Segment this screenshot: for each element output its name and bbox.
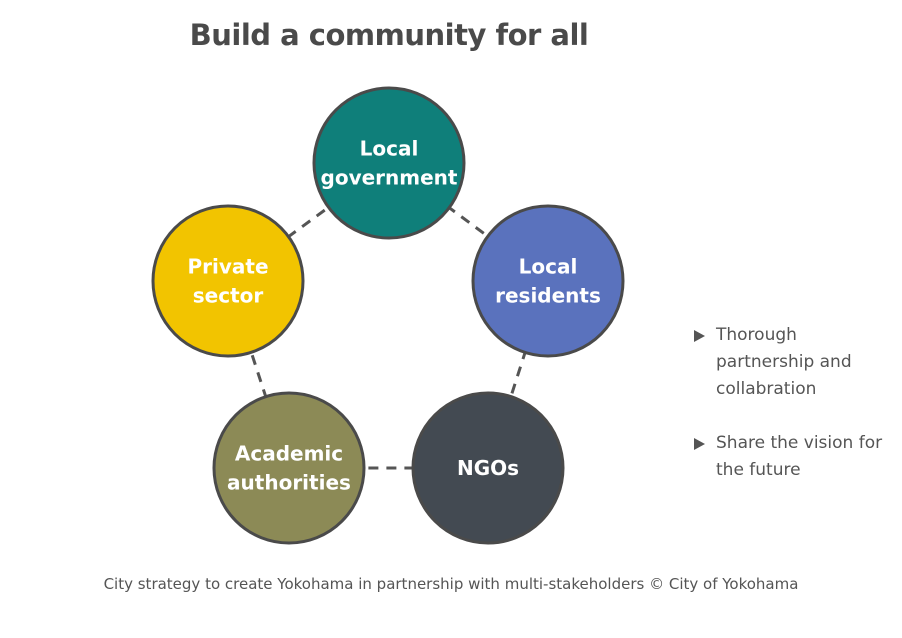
bullet-text: Thorough partnership and collabration	[716, 325, 852, 399]
bullet-item: Share the vision for the future	[694, 430, 886, 484]
node-label: Academic	[235, 442, 343, 466]
node-label: NGOs	[457, 456, 519, 480]
node-circle	[471, 204, 625, 358]
bullet-text: Share the vision for the future	[716, 433, 883, 480]
diagram-title: Build a community for all	[189, 18, 589, 52]
node-local-government: Local government	[312, 86, 466, 240]
node-label: residents	[495, 284, 601, 308]
node-private-sector: Private sector	[151, 204, 305, 358]
node-label: government	[321, 166, 458, 190]
node-label: Local	[360, 137, 419, 161]
node-label: Local	[519, 255, 578, 279]
node-label: Private	[187, 255, 268, 279]
node-label: sector	[193, 284, 264, 308]
node-circle	[411, 391, 565, 545]
node-ngos: NGOs	[411, 391, 565, 545]
triangle-bullet-icon	[694, 438, 705, 450]
caption: City strategy to create Yokohama in part…	[103, 575, 799, 593]
node-local-residents: Local residents	[471, 204, 625, 358]
node-label: authorities	[227, 471, 351, 495]
node-circle	[151, 204, 305, 358]
triangle-bullet-icon	[694, 330, 705, 342]
bullet-list: Thorough partnership and collabration Sh…	[694, 322, 886, 511]
bullet-item: Thorough partnership and collabration	[694, 322, 886, 403]
node-circle	[312, 86, 466, 240]
node-circle	[212, 391, 366, 545]
node-academic-authorities: Academic authorities	[212, 391, 366, 545]
